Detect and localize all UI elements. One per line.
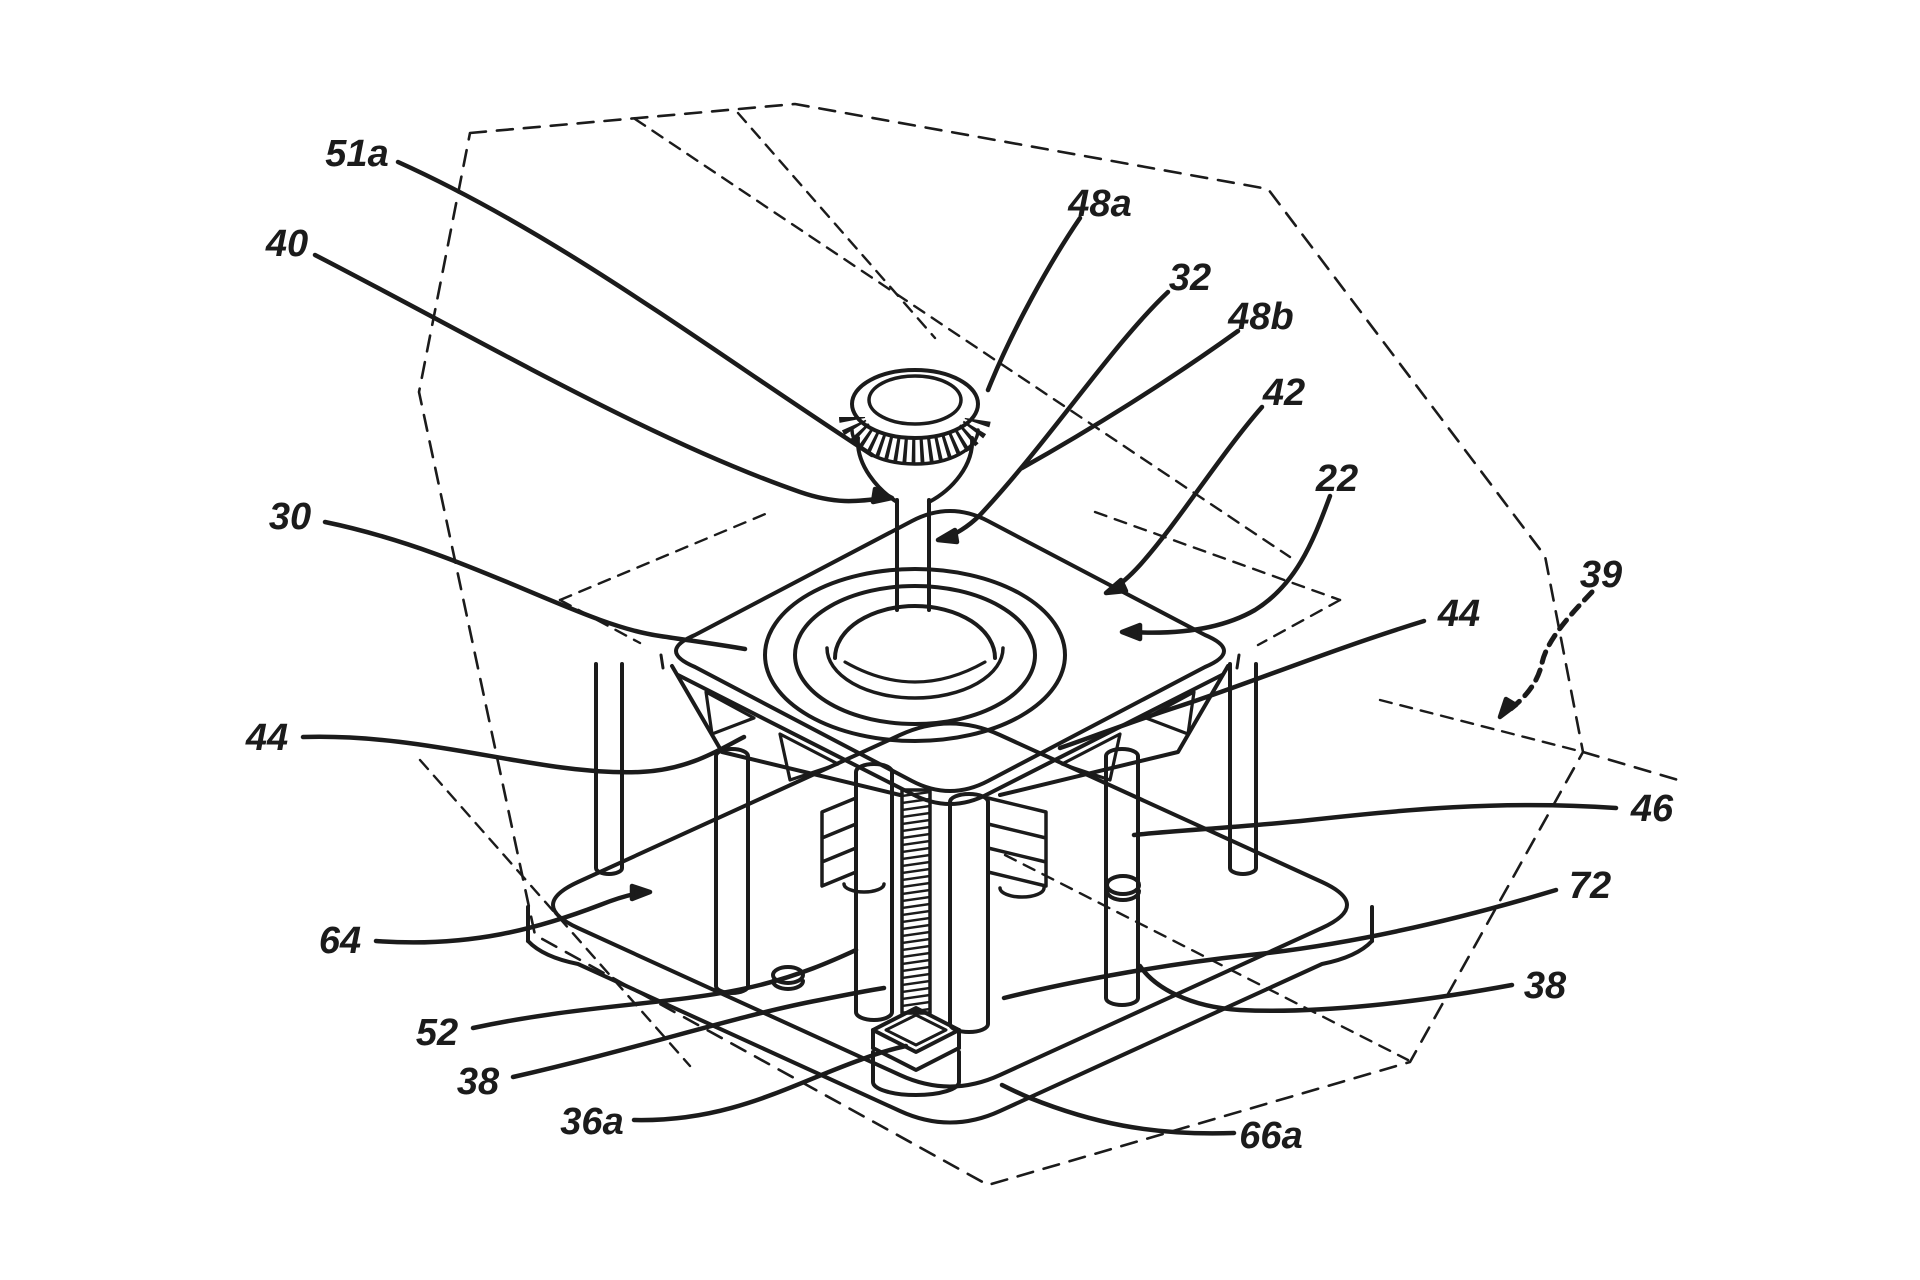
phantom-boundary-stub	[1581, 750, 1687, 784]
leader-22	[1127, 493, 1333, 635]
ball-lower-edge	[843, 660, 987, 684]
truss-left-outline	[670, 664, 902, 797]
ref-label-48b: 48b	[1227, 296, 1293, 338]
shaft	[895, 498, 931, 612]
boss-recess-rim	[825, 646, 1005, 700]
ref-label-44-left: 44	[245, 717, 288, 759]
ref-label-38-lower-left: 38	[457, 1061, 500, 1103]
guide-tube-right	[948, 792, 990, 1034]
ref-label-36a: 36a	[560, 1101, 623, 1143]
bracket-left	[820, 796, 858, 888]
leader-48a	[985, 215, 1083, 393]
top-plate	[659, 509, 1241, 806]
ref-label-66a: 66a	[1239, 1115, 1302, 1157]
ref-label-40: 40	[265, 223, 308, 265]
ref-label-39: 39	[1580, 554, 1622, 596]
ball-dome	[833, 604, 997, 660]
reference-labels: 51a 40 30 44 64 52 38 36a 48a 32 48b 42 22 39 44 46 72 38…	[245, 133, 1674, 1157]
ref-label-44-right: 44	[1437, 593, 1480, 635]
base-plate-bottom-edge	[526, 939, 1374, 1125]
boss-ring-inner	[793, 584, 1037, 726]
pedestal	[871, 1050, 961, 1097]
phantom-diagonal-bottom-right	[1003, 853, 1410, 1062]
ref-label-22: 22	[1315, 458, 1358, 500]
boss-ring-outer	[763, 567, 1067, 743]
truss-left-hole-1	[704, 690, 756, 736]
ref-label-52: 52	[416, 1012, 458, 1054]
ref-label-38-right: 38	[1524, 965, 1567, 1007]
leader-46	[1131, 802, 1619, 838]
ref-label-32: 32	[1169, 257, 1211, 299]
ref-label-48a: 48a	[1067, 183, 1131, 225]
knurl-band	[839, 415, 991, 464]
square-nut-sides	[871, 1028, 961, 1072]
leader-44-right	[1057, 618, 1427, 751]
phantom-rect-right-edge	[1093, 510, 1342, 602]
phantom-rect-left-edge	[558, 510, 772, 602]
leader-lines	[300, 159, 1619, 1136]
leader-64	[373, 890, 643, 945]
ref-label-46: 46	[1630, 788, 1674, 830]
base-hole-left-depth	[771, 979, 805, 991]
leg-front-right	[1104, 747, 1140, 1007]
knob-top-face	[867, 374, 963, 426]
leg-back-left	[594, 662, 624, 876]
top-plate-thickness	[676, 673, 1224, 806]
arrowhead-32	[935, 527, 960, 545]
arrowhead-64	[629, 883, 653, 902]
knob-top-rim	[850, 368, 980, 440]
leg-front-left	[714, 747, 750, 995]
leader-66a	[999, 1082, 1237, 1136]
phantom-inner-lines	[418, 111, 1585, 1068]
top-plate-corner-ticks	[659, 653, 1241, 670]
leader-30	[322, 519, 748, 652]
leg-back-right	[1228, 662, 1258, 876]
ref-label-30: 30	[269, 496, 311, 538]
ref-label-42: 42	[1262, 372, 1305, 414]
truss-right-hole-1	[1144, 690, 1196, 736]
square-nut-inset	[884, 1013, 948, 1047]
arrowhead-39	[1497, 696, 1519, 720]
phantom-rail-39	[1378, 698, 1585, 754]
truss-right-hole-2	[1060, 732, 1122, 782]
phantom-outline	[417, 102, 1687, 1187]
leader-32	[941, 289, 1171, 542]
arrowhead-22	[1119, 622, 1143, 642]
ref-label-72: 72	[1569, 865, 1611, 907]
leader-44-left	[300, 734, 747, 775]
leader-72	[1001, 887, 1559, 1001]
ref-label-51a: 51a	[325, 133, 388, 175]
phantom-boundary	[417, 102, 1585, 1187]
phantom-rect-right-return	[1256, 598, 1342, 647]
bracket-right	[986, 796, 1048, 888]
base-hole-right	[1105, 874, 1141, 896]
phantom-diagonal-b	[633, 117, 1292, 559]
arrowhead-40	[870, 486, 895, 505]
ref-label-64: 64	[319, 920, 361, 962]
center-assembly	[820, 762, 1048, 1097]
leader-51a	[395, 159, 875, 458]
bracket-left-disc	[842, 882, 886, 894]
support-legs	[594, 662, 1258, 1007]
leader-40	[312, 252, 887, 504]
top-plate-surface	[674, 509, 1226, 793]
truss-left-hole-2	[778, 732, 840, 782]
phantom-diagonal-a	[736, 111, 937, 340]
arrowhead-42	[1103, 577, 1129, 596]
base-hole-left	[771, 965, 805, 985]
phantom-diagonal-bottom-left	[418, 758, 692, 1068]
leader-48b	[1019, 328, 1241, 471]
bracket-right-disc	[998, 886, 1046, 899]
gusset-trusses	[670, 664, 1230, 797]
leader-38-lower-left	[510, 985, 887, 1080]
leader-36a	[631, 1043, 909, 1123]
leader-52	[470, 947, 859, 1031]
leader-39	[1504, 589, 1595, 715]
threaded-rod	[900, 788, 932, 1015]
leader-38-right	[1137, 963, 1515, 1014]
